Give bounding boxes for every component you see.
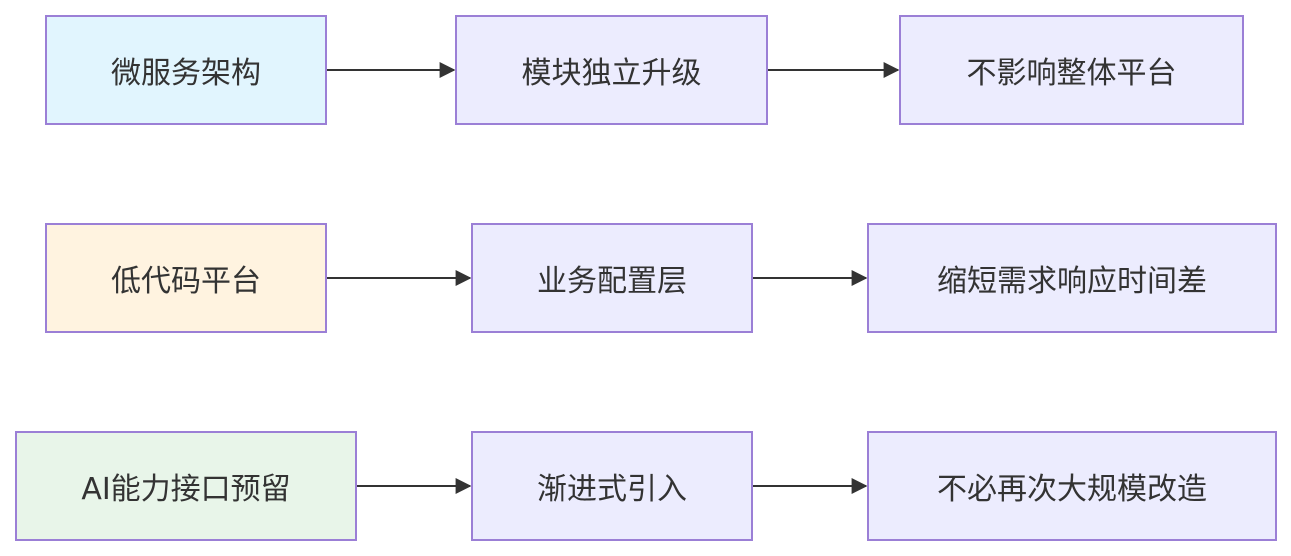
node-label: 业务配置层 [537, 264, 687, 299]
node-business-config-layer: 业务配置层 [471, 223, 753, 333]
node-microservice-architecture: 微服务架构 [45, 15, 327, 125]
node-label: 低代码平台 [111, 264, 261, 299]
node-label: 不必再次大规模改造 [937, 472, 1207, 507]
node-ai-interface-reserve: AI能力接口预留 [15, 431, 357, 541]
node-low-code-platform: 低代码平台 [45, 223, 327, 333]
node-shorten-response-time: 缩短需求响应时间差 [867, 223, 1277, 333]
node-no-large-scale-rebuild: 不必再次大规模改造 [867, 431, 1277, 541]
node-no-impact-platform: 不影响整体平台 [899, 15, 1244, 125]
node-label: 微服务架构 [111, 56, 261, 91]
node-progressive-introduction: 渐进式引入 [471, 431, 753, 541]
node-label: AI能力接口预留 [81, 472, 291, 507]
node-label: 缩短需求响应时间差 [937, 264, 1207, 299]
node-label: 不影响整体平台 [966, 56, 1177, 91]
node-module-independent-upgrade: 模块独立升级 [455, 15, 768, 125]
node-label: 模块独立升级 [521, 56, 702, 91]
node-label: 渐进式引入 [537, 472, 687, 507]
edge-group [327, 62, 900, 494]
